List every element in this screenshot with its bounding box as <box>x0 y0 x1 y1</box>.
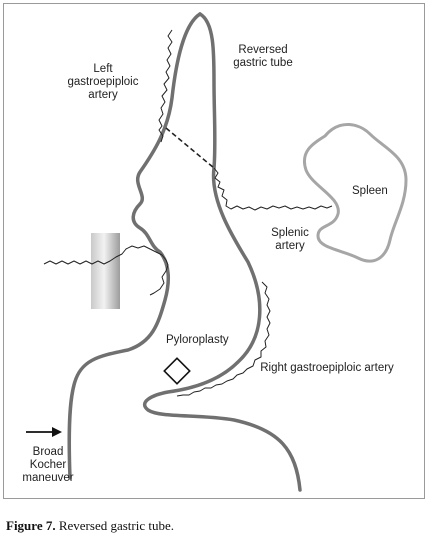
pyloroplasty-marker <box>163 357 191 385</box>
label-right-gastroepiploic-artery: Right gastroepiploic artery <box>260 362 394 374</box>
vessel-branch <box>43 245 169 296</box>
label-splenic-artery: Splenic artery <box>271 227 309 252</box>
left-gastroepiploic-artery <box>158 29 173 143</box>
right-gastroepiploic-artery <box>176 281 271 397</box>
caption-text: Reversed gastric tube. <box>58 518 174 533</box>
gastric-tube-left-wall <box>67 12 202 480</box>
caption-figure-number: Figure 7. <box>6 518 56 533</box>
label-broad-kocher-maneuver: Broad Kocher maneuver <box>22 446 74 484</box>
kocher-cylinder <box>91 233 120 309</box>
splenic-artery <box>213 167 333 211</box>
label-reversed-gastric-tube: Reversed gastric tube <box>233 44 293 69</box>
label-pyloroplasty: Pyloroplasty <box>166 334 229 346</box>
anatomy-diagram <box>26 12 408 492</box>
label-spleen: Spleen <box>352 185 388 197</box>
kocher-arrow-head <box>52 427 62 437</box>
gastric-tube-right-wall <box>142 12 302 492</box>
figure-caption: Figure 7. Reversed gastric tube. <box>6 518 174 534</box>
spleen-outline <box>303 123 408 263</box>
label-left-gastroepiploic-artery: Left gastroepiploic artery <box>67 63 139 101</box>
divided-vessel-line <box>165 127 215 169</box>
